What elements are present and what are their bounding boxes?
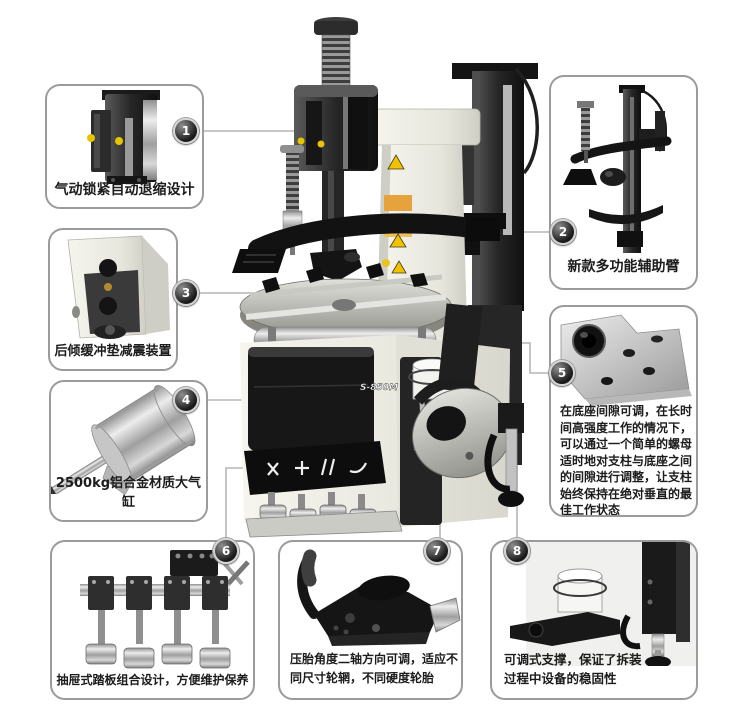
feature-caption-air-lock: 气动锁紧自动退缩设计 bbox=[54, 182, 195, 198]
feature-box-damper: 后倾缓冲垫减震装置 bbox=[48, 228, 178, 371]
callout-4-badge: 4 bbox=[173, 387, 199, 413]
bead-breaker-arm-photo bbox=[297, 549, 461, 646]
air-lock-clamp-photo bbox=[87, 90, 160, 184]
feature-box-pedals: 抽屉式踏板组合设计，方便维护保养 bbox=[50, 540, 255, 700]
tire-changer-machine-photo: S-850M bbox=[232, 17, 539, 538]
model-label: S-850M bbox=[360, 383, 398, 393]
feature-caption-cylinder: 2500kg铝合金材质大气缸 bbox=[55, 476, 202, 510]
damper-bracket-photo bbox=[67, 235, 170, 339]
callout-3-badge: 3 bbox=[173, 280, 199, 306]
helper-arm-photo bbox=[563, 85, 672, 253]
callout-2-badge: 2 bbox=[550, 219, 576, 245]
feature-caption-pedals: 抽屉式踏板组合设计，方便维护保养 bbox=[56, 673, 249, 687]
feature-caption-damper: 后倾缓冲垫减震装置 bbox=[54, 344, 172, 359]
feature-box-base-plate: 在底座间隙可调，在长时间高强度工作的情况下，可以通过一个简单的螺母适时地对支柱与… bbox=[549, 305, 698, 517]
feature-box-air-lock: 气动锁紧自动退缩设计 bbox=[45, 84, 204, 209]
feature-caption-base-plate: 在底座间隙可调，在长时间高强度工作的情况下，可以通过一个简单的螺母适时地对支柱与… bbox=[560, 404, 693, 517]
feature-box-helper-arm: 新款多功能辅助臂 bbox=[549, 75, 698, 290]
callout-1-badge: 1 bbox=[173, 118, 199, 144]
feature-box-support: 可调式支撑，保证了拆装过程中设备的稳固性 bbox=[490, 540, 698, 700]
callout-8-badge: 8 bbox=[504, 538, 530, 564]
adjustable-support-photo bbox=[510, 542, 696, 666]
pedal-assembly-photo bbox=[80, 550, 250, 669]
callout-6-badge: 6 bbox=[213, 538, 239, 564]
feature-box-breaker-arm: 压胎角度二轴方向可调，适应不同尺寸轮辋，不同硬度轮胎 bbox=[278, 540, 463, 700]
base-plate-photo bbox=[560, 314, 692, 406]
callout-5-badge: 5 bbox=[549, 360, 575, 386]
feature-caption-support: 可调式支撑，保证了拆装过程中设备的稳固性 bbox=[504, 652, 642, 686]
feature-box-cylinder: 2500kg铝合金材质大气缸 bbox=[49, 380, 208, 522]
feature-caption-helper-arm: 新款多功能辅助臂 bbox=[567, 259, 680, 275]
feature-caption-breaker-arm: 压胎角度二轴方向可调，适应不同尺寸轮辋，不同硬度轮胎 bbox=[290, 652, 459, 685]
callout-7-badge: 7 bbox=[424, 538, 450, 564]
